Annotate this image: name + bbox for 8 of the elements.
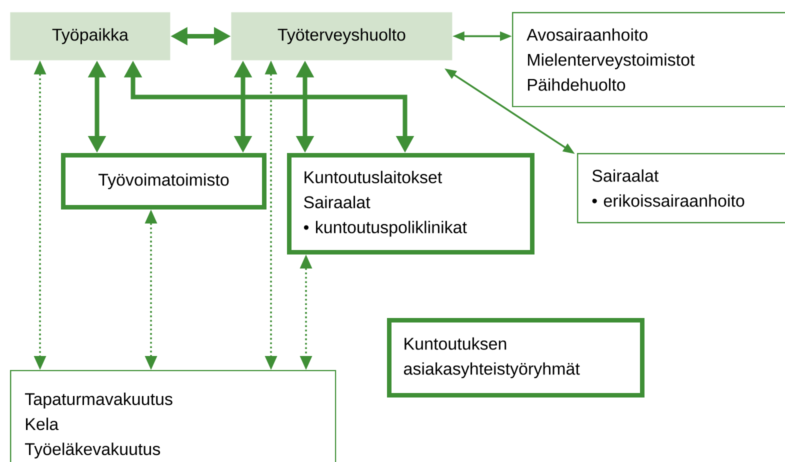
outlined-box: Avosairaanhoito Mielenterveystoimistot Päihdehuolto <box>512 12 785 108</box>
bold-outlined-box: Kuntoutuksen asiakasyhteistyöryhmät <box>387 318 644 398</box>
outlined-box: Sairaalat • erikoissairaanhoito <box>577 153 785 224</box>
shaded-box: Työterveyshuolto <box>231 12 452 60</box>
bold-outlined-box: Työvoimatoimisto <box>61 152 266 210</box>
shaded-box: Työpaikka <box>10 12 170 60</box>
outlined-box: Tapaturmavakuutus Kela Työeläkevakuutus <box>10 370 336 462</box>
bold-outlined-box: Kuntoutuslaitokset Sairaalat • kuntoutuspoliklinikat <box>287 152 534 254</box>
